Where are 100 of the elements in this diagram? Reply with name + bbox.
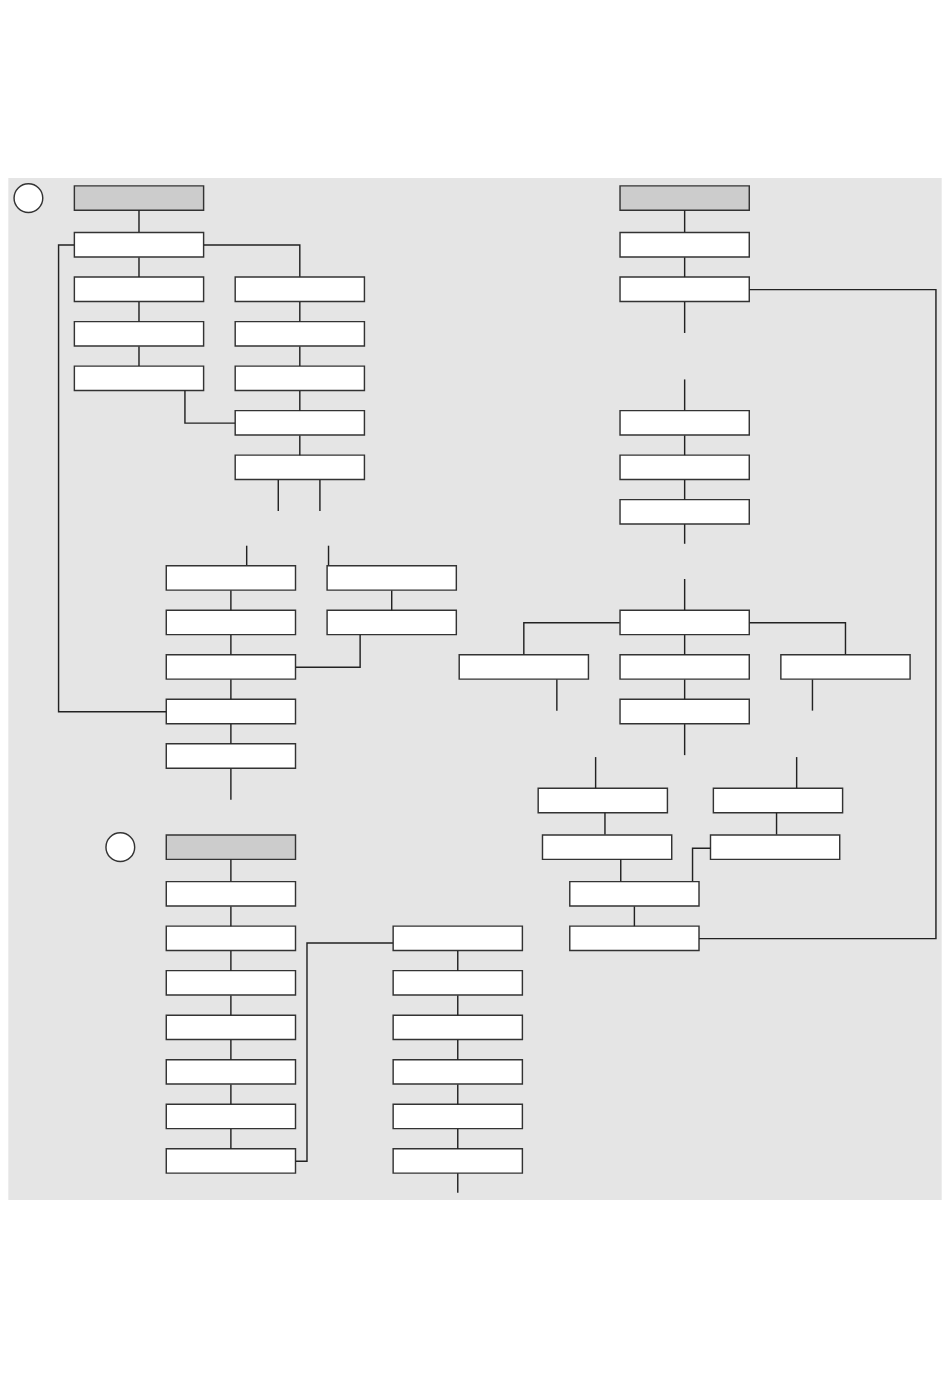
connector bbox=[683, 723, 686, 756]
connector bbox=[230, 905, 232, 927]
connector bbox=[138, 209, 140, 233]
node-box bbox=[73, 231, 205, 258]
connector bbox=[299, 345, 301, 367]
connector bbox=[457, 1128, 459, 1150]
connector bbox=[604, 812, 606, 836]
connector bbox=[138, 345, 140, 367]
connector bbox=[795, 756, 798, 789]
connector bbox=[230, 634, 232, 656]
connector bbox=[184, 389, 236, 424]
node-box bbox=[234, 365, 366, 392]
node-box bbox=[780, 654, 911, 680]
node-box bbox=[234, 409, 366, 436]
connector bbox=[230, 678, 232, 700]
connector bbox=[299, 301, 301, 323]
node-box bbox=[73, 276, 205, 303]
node-box bbox=[619, 654, 750, 680]
connector bbox=[683, 678, 686, 700]
node-box bbox=[165, 654, 297, 680]
node-box bbox=[165, 698, 297, 725]
connector bbox=[230, 1128, 232, 1150]
node-box bbox=[165, 880, 297, 907]
node-box bbox=[537, 787, 669, 814]
node-box bbox=[619, 609, 750, 636]
node-circle bbox=[105, 832, 136, 863]
connector bbox=[327, 545, 330, 566]
connector bbox=[203, 244, 301, 278]
connector bbox=[594, 756, 597, 789]
node-box bbox=[165, 743, 297, 769]
connector bbox=[457, 950, 459, 972]
connector bbox=[230, 1083, 232, 1105]
node-box bbox=[619, 185, 750, 212]
node-box bbox=[392, 925, 524, 952]
connector bbox=[556, 678, 558, 712]
connector bbox=[683, 256, 686, 278]
node-box bbox=[165, 1103, 297, 1130]
connector bbox=[523, 622, 621, 656]
connector bbox=[295, 942, 394, 1162]
node-box bbox=[73, 365, 205, 392]
node-box bbox=[392, 1103, 524, 1130]
node-box bbox=[165, 565, 297, 591]
node-box bbox=[392, 969, 524, 996]
node-box bbox=[392, 1058, 524, 1085]
connector bbox=[811, 678, 814, 712]
node-box bbox=[541, 834, 673, 861]
node-box bbox=[165, 925, 297, 952]
connector bbox=[299, 390, 301, 412]
connector bbox=[230, 994, 232, 1016]
node-box bbox=[392, 1148, 524, 1174]
connector bbox=[295, 633, 361, 668]
connector bbox=[698, 288, 937, 940]
connector bbox=[230, 767, 232, 801]
node-box bbox=[619, 498, 750, 525]
node-box bbox=[73, 185, 205, 212]
node-box bbox=[619, 231, 750, 258]
connector bbox=[299, 434, 301, 456]
node-box bbox=[619, 698, 750, 725]
node-box bbox=[234, 320, 366, 347]
connector bbox=[633, 905, 636, 927]
connector bbox=[138, 256, 140, 278]
connector bbox=[457, 1172, 459, 1194]
connector bbox=[457, 1039, 459, 1061]
node-box bbox=[619, 454, 750, 481]
connector bbox=[230, 589, 232, 611]
node-box bbox=[234, 454, 366, 481]
node-box bbox=[619, 276, 750, 303]
connector bbox=[748, 622, 847, 656]
node-box bbox=[458, 654, 590, 680]
node-box bbox=[165, 969, 297, 996]
node-box bbox=[165, 1148, 297, 1174]
node-box bbox=[73, 320, 205, 347]
connector bbox=[138, 301, 140, 323]
node-box bbox=[326, 565, 458, 591]
connector bbox=[620, 858, 622, 882]
node-box bbox=[234, 276, 366, 303]
connector bbox=[683, 209, 686, 233]
connector bbox=[457, 994, 459, 1016]
connector bbox=[245, 545, 248, 566]
connector bbox=[683, 523, 686, 545]
connector bbox=[230, 950, 232, 972]
connector bbox=[319, 479, 321, 512]
connector bbox=[683, 434, 686, 456]
node-box bbox=[165, 834, 297, 861]
connector bbox=[230, 1039, 232, 1061]
node-box bbox=[712, 787, 844, 814]
node-box bbox=[165, 609, 297, 636]
connector bbox=[230, 858, 232, 882]
node-box bbox=[165, 1014, 297, 1041]
connector bbox=[391, 589, 393, 611]
connector bbox=[683, 634, 686, 656]
connector bbox=[277, 479, 279, 512]
node-box bbox=[326, 609, 458, 636]
connector bbox=[683, 578, 686, 611]
node-box bbox=[569, 880, 700, 907]
node-box bbox=[165, 1058, 297, 1085]
node-box bbox=[569, 925, 700, 952]
node-circle bbox=[13, 183, 44, 214]
connector bbox=[457, 1083, 459, 1105]
node-box bbox=[392, 1014, 524, 1041]
